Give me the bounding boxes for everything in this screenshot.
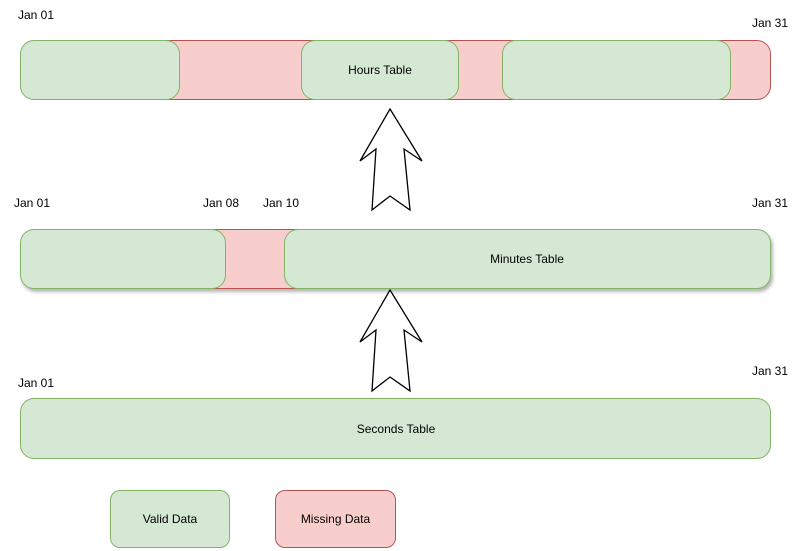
timeline-bar-hours-table: Hours Table — [20, 40, 771, 100]
date-label-minutes-table: Jan 08 — [203, 196, 240, 210]
timeline-title-hours-table: Hours Table — [348, 63, 412, 77]
valid-data-segment — [20, 229, 226, 289]
valid-data-segment — [284, 229, 771, 289]
arrow-minutes-to-hours — [359, 108, 423, 212]
date-label-seconds-table: Jan 31 — [751, 364, 788, 378]
valid-data-segment — [502, 40, 731, 100]
legend-valid-data: Valid Data — [110, 490, 230, 548]
arrow-seconds-to-minutes — [359, 289, 423, 393]
date-label-minutes-table: Jan 31 — [751, 196, 788, 210]
timeline-bar-minutes-table: Minutes Table — [20, 229, 771, 289]
valid-data-segment — [301, 40, 459, 100]
date-label-minutes-table: Jan 10 — [263, 196, 300, 210]
date-label-minutes-table: Jan 01 — [14, 196, 51, 210]
legend-missing-data: Missing Data — [275, 490, 396, 548]
date-label-hours-table: Jan 01 — [18, 8, 55, 22]
valid-data-segment — [20, 398, 771, 459]
up-arrow-icon — [359, 289, 423, 393]
up-arrow-icon — [359, 108, 423, 212]
date-label-seconds-table: Jan 01 — [18, 376, 55, 390]
timeline-title-minutes-table: Minutes Table — [490, 252, 564, 266]
valid-data-segment — [20, 40, 180, 100]
timeline-title-seconds-table: Seconds Table — [356, 421, 436, 436]
date-label-hours-table: Jan 31 — [751, 16, 788, 30]
missing-data-segment — [164, 40, 317, 100]
timeline-bar-seconds-table: Seconds Table — [20, 398, 771, 459]
